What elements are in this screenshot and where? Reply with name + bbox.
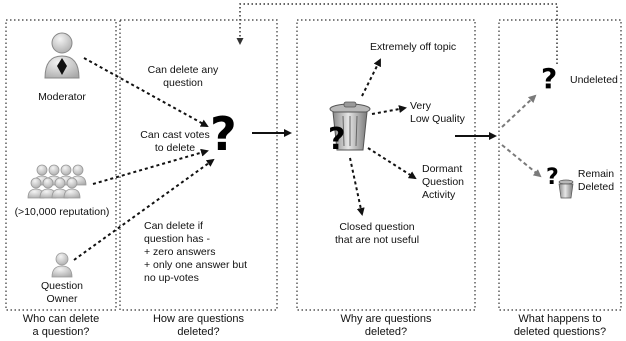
arrow-to-closed bbox=[349, 157, 365, 216]
footer-how: How are questions deleted? bbox=[152, 313, 245, 338]
arrow-voters-to-question bbox=[92, 148, 209, 185]
arrow-to-undeleted bbox=[501, 94, 537, 128]
feedback-loop-arrow bbox=[236, 3, 558, 64]
label-moderator: Moderator bbox=[38, 91, 86, 103]
central-question-mark-icon: ? bbox=[210, 107, 237, 161]
label-dormant: Dormant Question Activity bbox=[422, 163, 465, 201]
footer-who: Who can delete a question? bbox=[22, 313, 100, 338]
remain-deleted-question-mark-icon: ? bbox=[546, 165, 559, 190]
panel-how bbox=[119, 19, 278, 311]
arrow-to-off-topic bbox=[361, 58, 381, 97]
label-off-topic: Extremely off topic bbox=[370, 41, 457, 53]
arrow-to-dormant bbox=[367, 147, 417, 180]
trash-question-mark-icon: ? bbox=[328, 122, 346, 157]
label-remain-deleted: Remain Deleted bbox=[577, 168, 615, 193]
group-of-people-icon bbox=[27, 164, 87, 199]
label-undeleted: Undeleted bbox=[570, 74, 618, 86]
footer-what: What happens to deleted questions? bbox=[513, 313, 607, 338]
arrow-to-remain-deleted bbox=[501, 144, 542, 178]
trash-can-icon bbox=[329, 101, 371, 151]
arrow-to-low-quality bbox=[371, 105, 407, 115]
label-low-quality: Very Low Quality bbox=[410, 100, 465, 125]
panel-why bbox=[296, 19, 476, 311]
small-trash-can-icon bbox=[558, 179, 574, 199]
label-closed: Closed question that are not useful bbox=[334, 221, 420, 246]
panel-what bbox=[498, 19, 622, 311]
label-voters-rule: Can cast votes to delete bbox=[140, 129, 210, 154]
owner-person-icon bbox=[51, 252, 73, 278]
undeleted-question-mark-icon: ? bbox=[541, 62, 558, 95]
footer-why: Why are questions deleted? bbox=[340, 313, 432, 338]
arrow-owner-to-question bbox=[73, 158, 215, 261]
label-moderator-rule: Can delete any question bbox=[147, 64, 219, 89]
label-reputation: (>10,000 reputation) bbox=[14, 206, 110, 218]
moderator-icon bbox=[44, 32, 80, 79]
label-owner-rule: Can delete if question has - + zero answ… bbox=[144, 220, 248, 284]
label-owner: Question Owner bbox=[40, 280, 84, 305]
